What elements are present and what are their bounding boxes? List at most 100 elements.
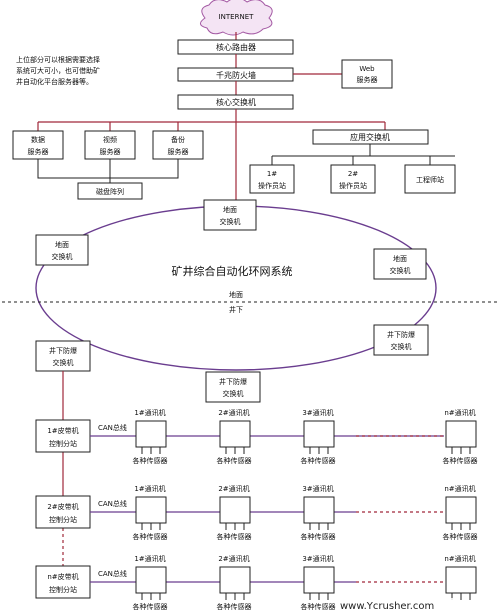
ground-switch-0-label: 地面	[223, 205, 237, 214]
controller-row-1: 1#皮带机 控制分站 CAN总线 1#通讯机 2#通讯机 3#通讯机 n#通讯机…	[35, 408, 478, 465]
comm-box	[135, 420, 167, 448]
comm-box	[303, 496, 335, 524]
comm-box	[219, 496, 251, 524]
above-ground-label: 地面	[229, 290, 243, 299]
engineer-label: 工程师站	[416, 175, 444, 184]
app-switch-label: 应用交换机	[350, 132, 390, 142]
sensor-leads	[141, 447, 471, 454]
ctrl-station-1-box: 1#皮带机 控制分站	[35, 419, 91, 453]
comm-box	[135, 566, 167, 594]
op2-label-2: 操作员站	[339, 181, 367, 190]
underground-switch-bottom: 井下防爆 交换机	[205, 371, 261, 403]
ground-switch-1-label: 交换机	[52, 252, 73, 261]
controller-row-2: 2#皮带机 控制分站 CAN总线 1#通讯机 2#通讯机 3#通讯机 n#通讯机…	[35, 484, 478, 541]
disk-array-box: 磁盘阵列	[77, 182, 143, 200]
below-ground-label: 井下	[229, 305, 243, 314]
ground-switch-top: 地面 交换机	[203, 199, 257, 231]
operator-station-2-box: 2# 操作员站	[330, 164, 376, 194]
comm-box	[445, 566, 477, 594]
ground-switch-1-label: 交换机	[390, 266, 411, 275]
op2-label-1: 2#	[348, 170, 358, 178]
core-router-box: 核心路由器	[177, 39, 294, 55]
sensors-label: 各种传感器	[217, 602, 252, 611]
note-line-2: 系统可大可小，也可借助矿	[16, 66, 100, 75]
sensor-leads	[141, 593, 471, 600]
app-switch-tree	[271, 144, 455, 165]
ctrl2-1-label: 控制分站	[49, 515, 77, 524]
comm-box	[303, 420, 335, 448]
disk-array-label: 磁盘阵列	[96, 187, 124, 196]
ctrl1-1-label: 控制分站	[49, 439, 77, 448]
watermark-bg	[338, 598, 456, 612]
web-server-label-1: Web	[359, 65, 375, 73]
can-bus-label-1: CAN总线	[98, 423, 127, 432]
comm-box	[445, 496, 477, 524]
video-server-label-1: 视频	[103, 135, 117, 144]
comm-box	[219, 566, 251, 594]
core-switch-box: 核心交换机	[177, 94, 294, 110]
note-line-3: 井自动化平台服务器等。	[16, 77, 93, 86]
comm-box	[219, 420, 251, 448]
backup-server-box: 备份 服务器	[152, 130, 204, 160]
backup-server-label-1: 备份	[171, 135, 185, 144]
core-switch-label: 核心交换机	[216, 97, 256, 107]
ctrl-station-n-box: n#皮带机 控制分站	[35, 565, 91, 599]
comm-0-label: 1#通讯机	[134, 554, 165, 563]
sensors-label: 各种传感器	[217, 532, 252, 541]
data-server-label-1: 数据	[31, 135, 45, 144]
sensors-label: 各种传感器	[301, 602, 336, 611]
ctrln-0-label: n#皮带机	[47, 572, 78, 581]
watermark: www.Ycrusher.com	[340, 601, 434, 612]
ground-switch-0-label: 地面	[393, 254, 407, 263]
data-server-label-2: 服务器	[28, 147, 49, 156]
data-server-box: 数据 服务器	[12, 130, 64, 160]
under-switch-1-label: 交换机	[391, 342, 412, 351]
sensors-label: 各种传感器	[133, 532, 168, 541]
comm-0-label: 1#通讯机	[134, 484, 165, 493]
ctrl2-0-label: 2#皮带机	[47, 502, 78, 511]
comm1-label: 1#通讯机	[134, 408, 165, 417]
sensors-label: 各种传感器	[133, 456, 168, 465]
internet-label: INTERNET	[219, 13, 255, 21]
ground-switch-1-label: 交换机	[220, 217, 241, 226]
sensors-label: 各种传感器	[301, 532, 336, 541]
ctrl1-0-label: 1#皮带机	[47, 426, 78, 435]
sensors-label: 各种传感器	[443, 456, 478, 465]
under-switch-0-label: 井下防爆	[387, 330, 415, 339]
comm-3-label: n#通讯机	[444, 554, 475, 563]
underground-switch-right: 井下防爆 交换机	[373, 324, 429, 356]
video-server-box: 视频 服务器	[84, 130, 136, 160]
ring-title: 矿井综合自动化环网系统	[172, 264, 293, 278]
op1-label-2: 操作员站	[258, 181, 286, 190]
app-switch-box: 应用交换机	[312, 129, 429, 145]
ctrl-station-2-box: 2#皮带机 控制分站	[35, 495, 91, 529]
comm-2-label: 3#通讯机	[302, 484, 333, 493]
under-switch-1-label: 交换机	[223, 389, 244, 398]
link-servers-disk	[37, 159, 179, 183]
firewall-label: 千兆防火墙	[216, 70, 256, 80]
controller-row-n: n#皮带机 控制分站 CAN总线 1#通讯机 2#通讯机 3#通讯机 n#通讯机…	[35, 554, 477, 611]
under-switch-1-label: 交换机	[53, 358, 74, 367]
server-drops	[37, 122, 386, 200]
under-switch-0-label: 井下防爆	[49, 346, 77, 355]
comm-box	[445, 420, 477, 448]
sensors-label: 各种传感器	[301, 456, 336, 465]
comm-box	[135, 496, 167, 524]
web-server-label-2: 服务器	[357, 75, 378, 84]
comm-1-label: 2#通讯机	[218, 554, 249, 563]
backup-server-label-2: 服务器	[168, 147, 189, 156]
comm-1-label: 2#通讯机	[218, 484, 249, 493]
can-bus-label-2: CAN总线	[98, 499, 127, 508]
ground-switch-left: 地面 交换机	[35, 234, 89, 266]
video-server-label-2: 服务器	[100, 147, 121, 156]
sensor-leads	[141, 523, 471, 530]
sensors-label: 各种传感器	[133, 602, 168, 611]
web-server-box: Web 服务器	[341, 59, 393, 89]
ctrln-1-label: 控制分站	[49, 585, 77, 594]
comm2-label: 2#通讯机	[218, 408, 249, 417]
commn-label: n#通讯机	[444, 408, 475, 417]
internet-cloud: INTERNET	[200, 0, 273, 36]
sensors-label: 各种传感器	[217, 456, 252, 465]
operator-station-1-box: 1# 操作员站	[249, 164, 295, 194]
firewall-box: 千兆防火墙	[177, 67, 294, 82]
